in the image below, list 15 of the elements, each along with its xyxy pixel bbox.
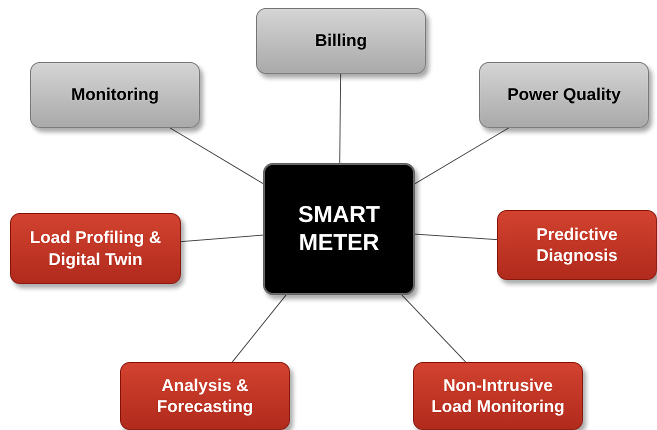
central-box: SMART METER <box>263 163 415 295</box>
topic-box: Monitoring <box>30 62 200 128</box>
topic-box: Power Quality <box>479 62 649 128</box>
connector-line <box>232 294 287 362</box>
connector-line <box>180 234 264 242</box>
topic-box: Non-Intrusive Load Monitoring <box>413 362 583 430</box>
connector-line <box>414 234 498 240</box>
connector-line <box>339 74 342 164</box>
connector-line <box>414 128 510 184</box>
connector-line <box>170 128 264 184</box>
topic-box: Predictive Diagnosis <box>497 210 657 280</box>
topic-box: Billing <box>256 8 426 74</box>
topic-box: Load Profiling & Digital Twin <box>10 213 181 284</box>
connector-line <box>401 294 466 362</box>
topic-box: Analysis & Forecasting <box>120 362 290 430</box>
